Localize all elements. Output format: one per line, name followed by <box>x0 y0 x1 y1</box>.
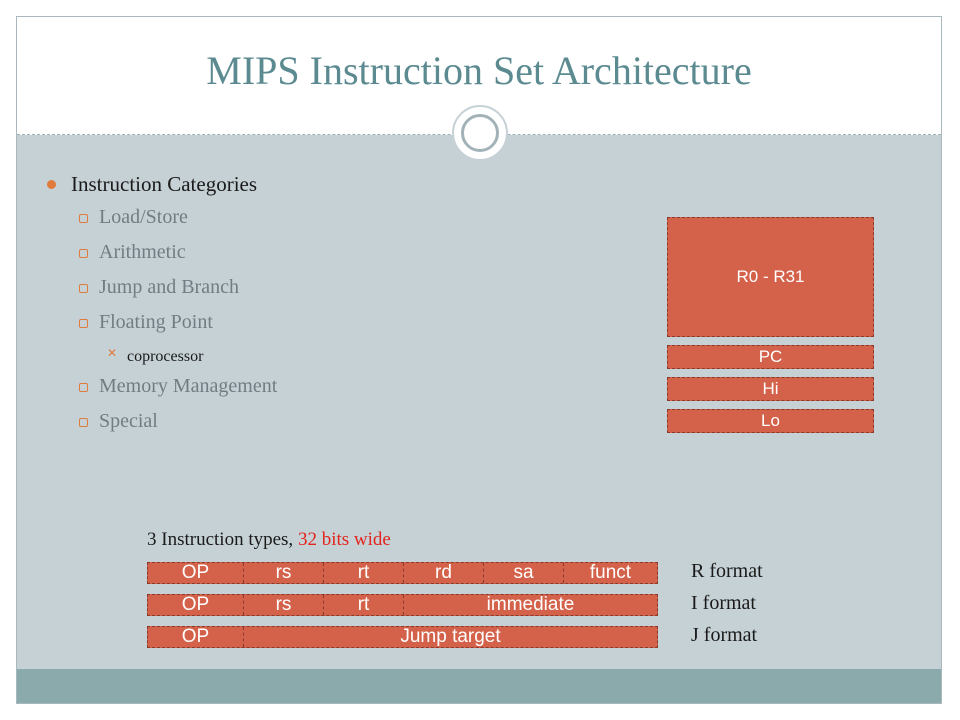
i-format-bar: OP rs rt immediate <box>147 594 658 616</box>
square-bullet-icon <box>79 383 88 392</box>
square-bullet-icon <box>79 214 88 223</box>
slide-title: MIPS Instruction Set Architecture <box>206 48 752 93</box>
r-field-rs: rs <box>243 563 323 583</box>
register-file-r0-r31: R0 - R31 <box>667 217 874 337</box>
r-field-rd: rd <box>403 563 483 583</box>
register-pc: PC <box>667 345 874 369</box>
j-format-bar: OP Jump target <box>147 626 658 648</box>
list-item-text: Floating Point <box>99 311 213 333</box>
r-format-label: R format <box>691 560 763 582</box>
i-field-rs: rs <box>243 595 323 615</box>
j-field-jump-target: Jump target <box>243 627 657 647</box>
j-field-op: OP <box>181 626 210 647</box>
sub-list-item-text: coprocessor <box>127 348 204 365</box>
i-field-op: OP <box>181 594 210 615</box>
caption-highlight: 32 bits wide <box>297 529 391 550</box>
square-bullet-icon <box>79 284 88 293</box>
square-bullet-icon <box>79 319 88 328</box>
r-field-op: OP <box>181 562 210 583</box>
round-bullet-icon <box>47 180 56 189</box>
i-field-rt: rt <box>323 595 403 615</box>
j-format-label: J format <box>691 624 758 646</box>
bullet-heading: Instruction Categories <box>47 172 567 206</box>
list-item-text: Jump and Branch <box>99 276 239 298</box>
r-field-rt: rt <box>323 563 403 583</box>
caption-prefix: 3 Instruction types, <box>147 529 294 550</box>
i-field-immediate: immediate <box>403 595 657 615</box>
footer-band <box>17 669 941 703</box>
list-item: Arithmetic <box>47 241 567 276</box>
sub-list-item: ✕ coprocessor <box>47 346 567 375</box>
cross-bullet-icon: ✕ <box>107 346 118 360</box>
r-field-sa: sa <box>483 563 563 583</box>
ring-inner <box>461 114 499 152</box>
r-field-funct: funct <box>563 563 657 583</box>
category-list: Instruction Categories Load/Store Arithm… <box>47 172 567 445</box>
list-item-text: Load/Store <box>99 206 188 228</box>
register-lo: Lo <box>667 409 874 433</box>
register-hi: Hi <box>667 377 874 401</box>
list-item-text: Arithmetic <box>99 241 186 263</box>
slide: MIPS Instruction Set Architecture Instru… <box>16 16 942 704</box>
list-item-text: Special <box>99 410 158 432</box>
square-bullet-icon <box>79 249 88 258</box>
list-item: Floating Point <box>47 311 567 346</box>
ring-ornament-icon <box>452 105 508 161</box>
bullet-heading-text: Instruction Categories <box>71 172 258 196</box>
list-item-text: Memory Management <box>99 375 278 397</box>
list-item: Jump and Branch <box>47 276 567 311</box>
list-item: Memory Management <box>47 375 567 410</box>
list-item: Load/Store <box>47 206 567 241</box>
formats-caption: 3 Instruction types, 32 bits wide <box>147 529 391 551</box>
r-format-bar: OP rs rt rd sa funct <box>147 562 658 584</box>
list-item: Special <box>47 410 567 445</box>
square-bullet-icon <box>79 418 88 427</box>
i-format-label: I format <box>691 592 756 614</box>
